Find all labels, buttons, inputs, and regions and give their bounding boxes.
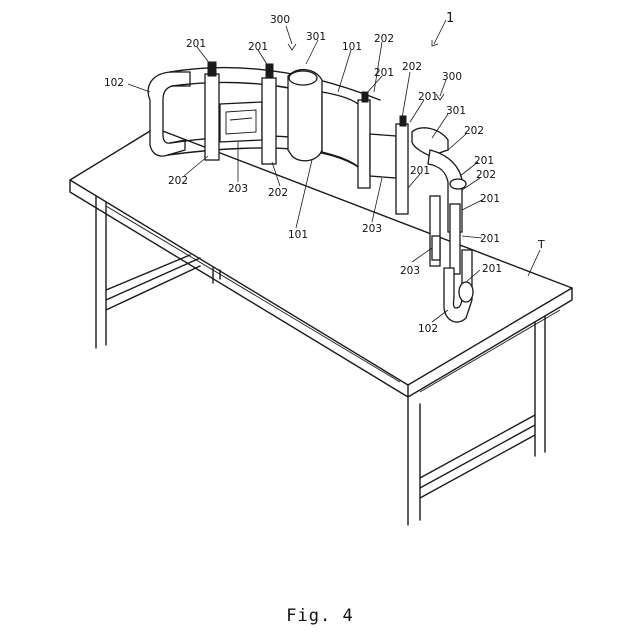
label-300: 300 [442,71,462,83]
label-202: 202 [168,175,188,187]
table [70,128,572,525]
table-top-edge [70,180,572,397]
figure-caption: Fig. 4 [0,606,640,626]
label-201: 201 [482,263,502,275]
table-top [70,128,572,385]
label-201: 201 [474,155,494,167]
clamp-201-fourth [400,116,406,126]
label-203: 203 [362,223,382,235]
panel-middle [322,92,360,168]
label-101: 101 [342,41,362,53]
label-102: 102 [104,77,124,89]
label-1: 1 [446,11,454,26]
label-202: 202 [464,125,484,137]
table-rail-right [420,415,535,498]
label-202: 202 [402,61,422,73]
table-leg-left-front [96,196,106,348]
label-201: 201 [186,38,206,50]
clamp-201-second [266,64,273,78]
label-T: T [537,238,545,251]
label-201: 201 [480,233,500,245]
plate-202-fourth [396,124,408,214]
label-301: 301 [306,31,326,43]
table-rail-left [106,255,200,310]
label-301: 301 [446,105,466,117]
label-202: 202 [476,169,496,181]
rail-lower-outer [168,148,300,155]
label-201: 201 [248,41,268,53]
label-201: 201 [410,165,430,177]
plate-202-sixth [450,204,460,274]
label-101: 101 [288,229,308,241]
reference-labels: 201 201 300 301 101 202 1 102 201 202 30… [104,11,545,335]
label-201: 201 [374,67,394,79]
label-202: 202 [374,33,394,45]
plate-202-third [358,100,370,188]
plate-202-second [262,78,276,164]
label-102: 102 [418,323,438,335]
label-201: 201 [480,193,500,205]
table-leg-front [408,397,420,525]
clamp-201-first [208,62,216,76]
label-201: 201 [418,91,438,103]
plate-203-third [432,236,440,260]
table-leg-right [535,316,545,456]
label-202: 202 [268,187,288,199]
clamp-201-third [362,92,368,102]
label-300: 300 [270,14,290,26]
plate-202-first [205,74,219,160]
label-203: 203 [400,265,420,277]
bracket-203-second [370,134,396,178]
label-203: 203 [228,183,248,195]
